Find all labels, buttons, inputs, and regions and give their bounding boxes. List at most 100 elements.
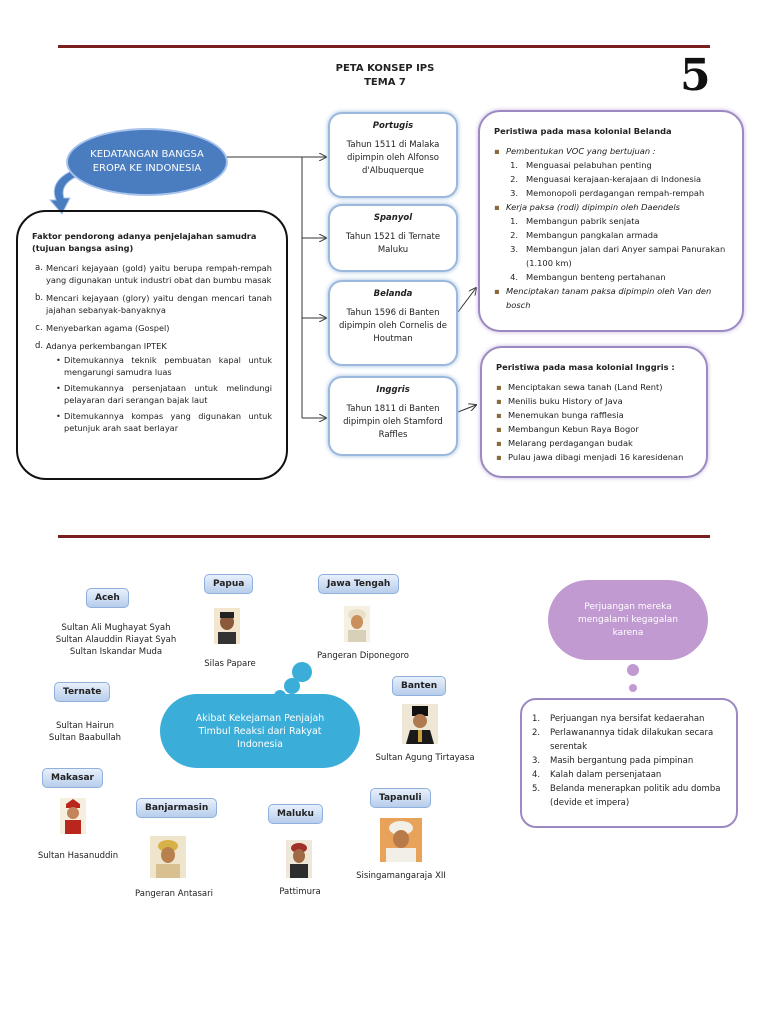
factor-sub-item: •Ditemukannya persenjataan untuk melindu… <box>56 382 272 406</box>
nation-name: Spanyol <box>373 213 413 223</box>
bullet-icon: ▪ <box>496 438 502 448</box>
reaction-cloud: Akibat Kekejaman Penjajah Timbul Reaksi … <box>160 694 360 768</box>
hero-sisingamangaraja: Sisingamangaraja XII <box>356 871 446 881</box>
dutch-heading: Peristiwa pada masa kolonial Belanda <box>494 126 672 136</box>
hero-name: Sultan Hairun <box>55 721 114 731</box>
factor-sub-text: Ditemukannya persenjataan untuk melindun… <box>64 383 272 405</box>
hero-tirtayasa: Sultan Agung Tirtayasa <box>375 753 475 763</box>
rodi-item-text: Membangun benteng pertahanan <box>526 272 666 282</box>
bullet-icon: ▪ <box>496 452 502 462</box>
rodi-item: 1. Membangun pabrik senjata <box>494 214 728 228</box>
voc-item: 1.Menguasai pelabuhan penting <box>494 158 728 172</box>
failure-reasons-box: 1.Perjuangan nya bersifat kedaerahan 2. P… <box>520 698 738 828</box>
factor-label: a. <box>35 263 43 273</box>
rodi-item-text: Membangun jalan dari Anyer sampai Panura… <box>526 244 726 268</box>
british-item-text: Menemukan bunga rafflesia <box>508 410 624 420</box>
failure-cloud: Perjuangan mereka mengalami kegagalan ka… <box>548 580 708 660</box>
failure-reason-text: Kalah dalam persenjataan <box>550 770 662 780</box>
region-tapanuli: Tapanuli <box>370 788 431 808</box>
bullet-icon: • <box>56 383 61 393</box>
nation-box-spanyol: Spanyol Tahun 1521 di Ternate Maluku <box>328 204 458 272</box>
british-item: ▪Melarang perdagangan budak <box>496 436 692 450</box>
bullet-icon: ▪ <box>496 396 502 406</box>
voc-item-text: Memonopoli perdagangan rempah-rempah <box>526 188 705 198</box>
nation-box-portugis: Portugis Tahun 1511 di Malaka dipimpin o… <box>328 112 458 198</box>
factor-label: c. <box>35 323 43 333</box>
rodi-item: 4.Membangun benteng pertahanan <box>494 270 728 284</box>
portrait-pattimura-icon <box>286 840 312 878</box>
voc-item: 3.Memonopoli perdagangan rempah-rempah <box>494 186 728 200</box>
hero-antasari: Pangeran Antasari <box>135 889 213 899</box>
failure-reason: 1.Perjuangan nya bersifat kedaerahan <box>532 712 726 726</box>
rodi-item: 3.Membangun jalan dari Anyer sampai Panu… <box>494 242 728 270</box>
bullet-icon: ▪ <box>496 424 502 434</box>
factor-item: a.Mencari kejayaan (gold) yaitu berupa r… <box>32 262 272 286</box>
bullet-icon: • <box>56 355 61 365</box>
factor-text: Adanya perkembangan IPTEK <box>46 341 167 351</box>
failure-reason: 5. Belanda menerapkan politik adu domba (… <box>532 782 726 810</box>
tanam-paksa-row: ▪Menciptakan tanam paksa dipimpin oleh V… <box>494 284 728 312</box>
factor-item: b.Mencari kejayaan (glory) yaitu dengan … <box>32 292 272 316</box>
rodi-item: 2. Membangun pangkalan armada <box>494 228 728 242</box>
region-aceh: Aceh <box>86 588 129 608</box>
failure-reason-text: Belanda menerapkan politik adu domba (de… <box>550 784 721 808</box>
portrait-sisingamangaraja-icon <box>380 818 422 862</box>
voc-item: 2.Menguasai kerajaan-kerajaan di Indones… <box>494 172 728 186</box>
factor-text: Mencari kejayaan (gold) yaitu berupa rem… <box>46 263 272 285</box>
failure-reason-text: Masih bergantung pada pimpinan <box>550 756 694 766</box>
factor-sub-item: •Ditemukannya kompas yang digunakan untu… <box>56 410 272 434</box>
voc-item-text: Menguasai kerajaan-kerajaan di Indonesia <box>526 174 702 184</box>
factor-item: c.Menyebarkan agama (Gospel) <box>32 322 272 334</box>
factor-sub-text: Ditemukannya kompas yang digunakan untuk… <box>64 411 272 433</box>
portrait-diponegoro-icon <box>344 606 370 642</box>
bubble-dot <box>629 684 637 692</box>
bubble-dot <box>292 662 312 682</box>
page-number: 5 <box>680 50 711 101</box>
voc-row: ▪Pembentukan VOC yang bertujuan : <box>494 144 728 158</box>
british-heading: Peristiwa pada masa kolonial Inggris : <box>496 362 675 372</box>
hero-pattimura: Pattimura <box>279 887 321 897</box>
failure-reason-text: Perlawanannya tidak dilakukan secara ser… <box>550 728 714 752</box>
nation-box-belanda: Belanda Tahun 1596 di Banten dipimpin ol… <box>328 280 458 366</box>
nation-text: Tahun 1811 di Banten dipimpin oleh Stamf… <box>343 404 443 440</box>
bullet-icon: ▪ <box>494 286 500 296</box>
british-item: ▪Pulau jawa dibagi menjadi 16 karesidena… <box>496 450 692 464</box>
british-colonial-panel: Peristiwa pada masa kolonial Inggris : ▪… <box>480 346 708 478</box>
factor-sub-item: •Ditemukannya teknik pembuatan kapal unt… <box>56 354 272 378</box>
nation-text: Tahun 1511 di Malaka dipimpin oleh Alfon… <box>346 140 440 176</box>
british-item-text: Membangun Kebun Raya Bogor <box>508 424 639 434</box>
dutch-colonial-panel: Peristiwa pada masa kolonial Belanda ▪Pe… <box>478 110 744 332</box>
bullet-icon: ▪ <box>496 382 502 392</box>
bullet-icon: ▪ <box>494 202 500 212</box>
nation-text: Tahun 1521 di Ternate Maluku <box>345 232 441 255</box>
hero-list-aceh: Sultan Ali Mughayat Syah Sultan Alauddin… <box>36 622 196 658</box>
portrait-hasanuddin-icon <box>60 798 86 834</box>
region-maluku: Maluku <box>268 804 323 824</box>
item-number: 1. <box>532 714 541 724</box>
factor-text: Menyebarkan agama (Gospel) <box>46 323 170 333</box>
bullet-icon: ▪ <box>496 410 502 420</box>
failure-reason: 3.Masih bergantung pada pimpinan <box>532 754 726 768</box>
item-number: 5. <box>532 784 541 794</box>
item-number: 1. <box>510 216 518 226</box>
item-number: 2. <box>510 230 518 240</box>
item-number: 4. <box>532 770 541 780</box>
rodi-item-text: Membangun pabrik senjata <box>526 216 640 226</box>
hero-name: Sultan Baabullah <box>48 733 122 743</box>
british-item: ▪ Menemukan bunga rafflesia <box>496 408 692 422</box>
item-number: 2. <box>532 728 541 738</box>
factor-sub-text: Ditemukannya teknik pembuatan kapal untu… <box>64 355 272 377</box>
british-item: ▪Menciptakan sewa tanah (Land Rent) <box>496 380 692 394</box>
hero-name: Sultan Ali Mughayat Syah <box>61 623 171 633</box>
rodi-item-text: Membangun pangkalan armada <box>526 230 659 240</box>
topic-oval: KEDATANGAN BANGSA EROPA KE INDONESIA <box>66 128 228 196</box>
hero-list-ternate: Sultan Hairun Sultan Baabullah <box>30 720 140 744</box>
item-number: 1. <box>510 160 518 170</box>
hero-name: Sultan Alauddin Riayat Syah <box>55 635 177 645</box>
rodi-row: ▪Kerja paksa (rodi) dipimpin oleh Daende… <box>494 200 728 214</box>
portrait-silas-papare-icon <box>214 608 240 644</box>
portrait-tirtayasa-icon <box>402 704 438 744</box>
factor-label: d. <box>34 341 44 351</box>
title-line-1: PETA KONSEP IPS <box>335 63 435 74</box>
arrow-british-panel <box>457 405 476 413</box>
